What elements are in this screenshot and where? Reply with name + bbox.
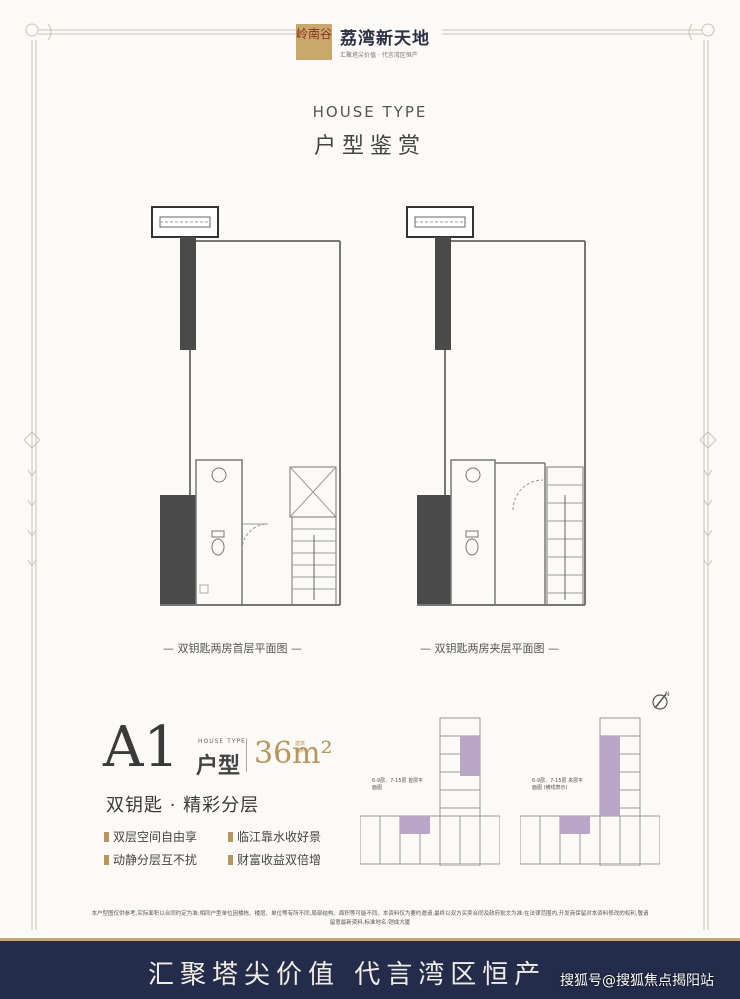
unit-area-label: 建筑面积 <box>295 741 306 754</box>
source-watermark: 搜狐号@搜狐焦点揭阳站 <box>560 973 714 989</box>
north-compass-icon: N <box>650 690 672 716</box>
disclaimer-text: 本户型图仅供参考,实际面积以合同约定为准;相同户型单位因楼栋、楼层、单位等有所不… <box>91 911 649 926</box>
key-plan-ground: 6-9层、7-15层 首层平面图 <box>359 716 501 867</box>
unit-type-cn: 户型 <box>196 754 241 779</box>
decorative-frame <box>18 0 722 938</box>
brand-seal-icon: 岭南谷 <box>296 24 332 60</box>
house-type-title-en: HOUSE TYPE <box>312 103 428 121</box>
key-plan-mezzanine: 6-9层、7-15层 夹层平面图 (横线表示) <box>519 716 661 867</box>
unit-tagline: 双钥匙 · 精彩分层 <box>106 795 260 816</box>
floor-plan-mezzanine <box>395 205 655 620</box>
gold-bar-icon <box>104 855 109 865</box>
gold-bar-icon <box>228 832 233 842</box>
unit-divider <box>246 738 247 772</box>
brand-name: 荔湾新天地 <box>340 29 430 49</box>
brand-slogan: 汇聚塔尖价值 · 代言湾区恒产 <box>340 52 418 59</box>
banner-gold-stripe <box>0 938 740 941</box>
unit-house-type-en: HOUSE TYPE <box>198 738 246 745</box>
house-type-title-cn: 户型鉴赏 <box>313 134 426 159</box>
key-plan-mezzanine-label: 6-9层、7-15层 夹层平面图 (横线表示) <box>532 778 584 791</box>
floor-plan-ground-caption: — 双钥匙两房首层平面图 — <box>163 642 302 655</box>
unit-code: A1 <box>103 715 180 780</box>
feature-item: 临江靠水收好景 <box>228 828 321 845</box>
banner-slogan: 汇聚塔尖价值 代言湾区恒产 <box>148 960 547 990</box>
feature-item: 动静分层互不扰 <box>104 851 197 868</box>
feature-item: 双层空间自由享 <box>104 828 197 845</box>
feature-item: 财富收益双倍增 <box>228 851 321 868</box>
unit-area: 36m² <box>254 736 333 771</box>
gold-bar-icon <box>104 832 109 842</box>
svg-text:N: N <box>665 691 670 698</box>
key-plan-ground-label: 6-9层、7-15层 首层平面图 <box>372 778 424 791</box>
gold-bar-icon <box>228 855 233 865</box>
bottom-banner: 汇聚塔尖价值 代言湾区恒产 <box>0 938 740 999</box>
floor-plan-ground <box>140 205 400 620</box>
brand-logo: 岭南谷 荔湾新天地 汇聚塔尖价值 · 代言湾区恒产 <box>296 22 446 66</box>
floor-plan-mezzanine-caption: — 双钥匙两房夹层平面图 — <box>420 642 559 655</box>
